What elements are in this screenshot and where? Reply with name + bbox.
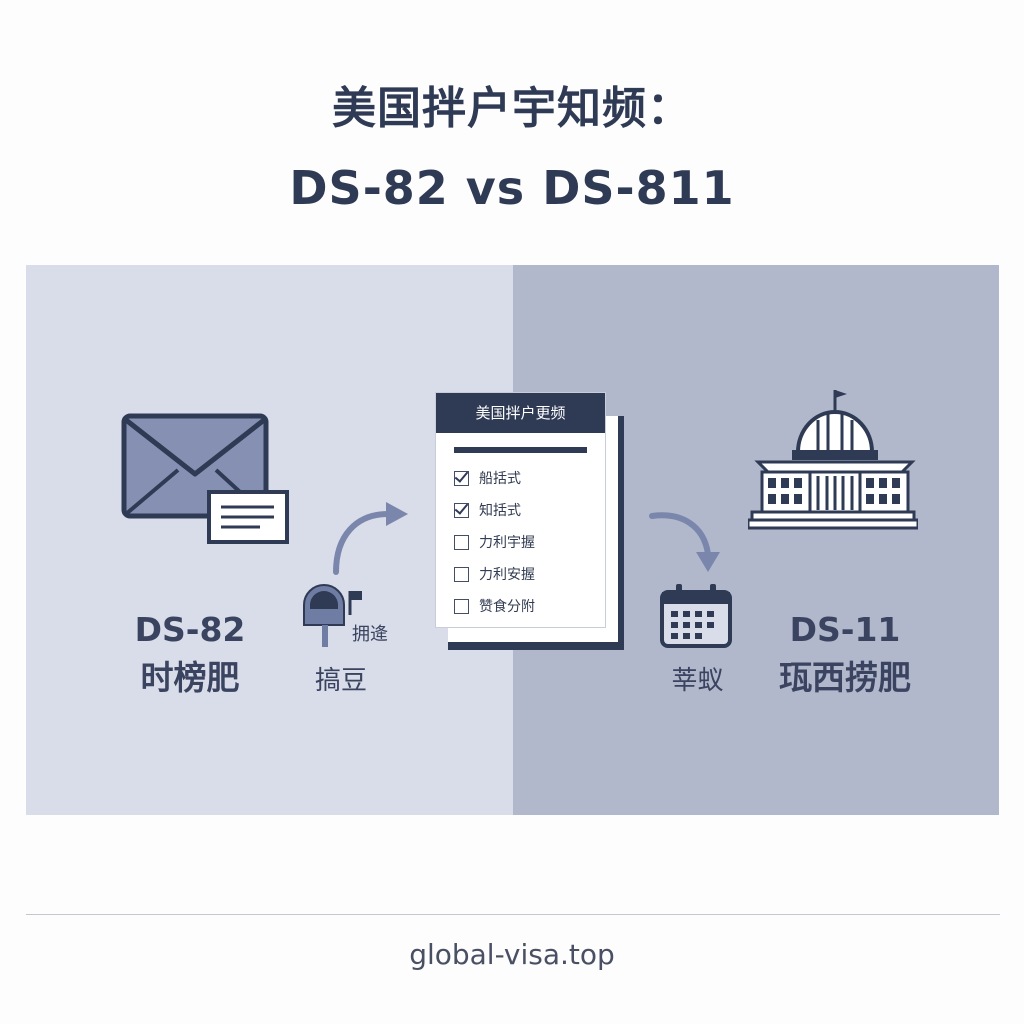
checklist-item: 知括式 bbox=[454, 499, 521, 521]
checkbox-icon bbox=[454, 534, 469, 550]
checkbox-icon bbox=[454, 470, 469, 486]
title-line-2: DS-82 vs DS-811 bbox=[289, 161, 735, 215]
mailbox-tag: 拥逄 bbox=[352, 624, 388, 645]
checklist-item: 赞食分附 bbox=[454, 595, 535, 617]
ds11-description: 珁西捞肥 bbox=[779, 658, 911, 697]
title-line-1: 美国拌户宇知频： bbox=[332, 83, 692, 134]
checklist-item: 力利安握 bbox=[454, 563, 535, 585]
checklist-item: 船括式 bbox=[454, 467, 521, 489]
checklist-item-label: 力利安握 bbox=[479, 567, 535, 583]
ds82-label: DS-82 bbox=[134, 610, 246, 649]
checkbox-icon bbox=[454, 566, 469, 582]
checkbox-icon bbox=[454, 598, 469, 614]
footer-divider bbox=[26, 914, 1000, 915]
checklist-rule bbox=[454, 447, 587, 453]
government-building-icon bbox=[748, 390, 918, 530]
page-title: 美国拌户宇知频： DS-82 vs DS-811 bbox=[0, 78, 1024, 220]
checklist-item-label: 力利宇握 bbox=[479, 535, 535, 551]
ds82-description: 时榜肥 bbox=[140, 658, 240, 697]
checklist-item-label: 赞食分附 bbox=[479, 599, 535, 615]
envelope-icon bbox=[121, 413, 289, 544]
checklist-item-label: 知括式 bbox=[479, 503, 521, 519]
checklist-title: 美国拌户更频 bbox=[436, 393, 605, 433]
mail-label: 搞豆 bbox=[314, 666, 367, 696]
calendar-icon bbox=[660, 584, 732, 648]
checklist-document: 美国拌户更频 船括式 知括式 力利宇握 力利安握 赞食分附 bbox=[435, 392, 606, 628]
checklist-item: 力利宇握 bbox=[454, 531, 535, 553]
arrow-to-checklist-icon bbox=[333, 502, 408, 575]
appointment-label: 莘蚁 bbox=[671, 666, 724, 696]
checkbox-icon bbox=[454, 502, 469, 518]
checklist-item-label: 船括式 bbox=[479, 471, 521, 487]
footer-site-link[interactable]: global-visa.top bbox=[409, 938, 615, 971]
mailbox-icon bbox=[303, 584, 362, 647]
ds11-label: DS-11 bbox=[789, 610, 901, 649]
arrow-to-calendar-icon bbox=[649, 512, 720, 572]
